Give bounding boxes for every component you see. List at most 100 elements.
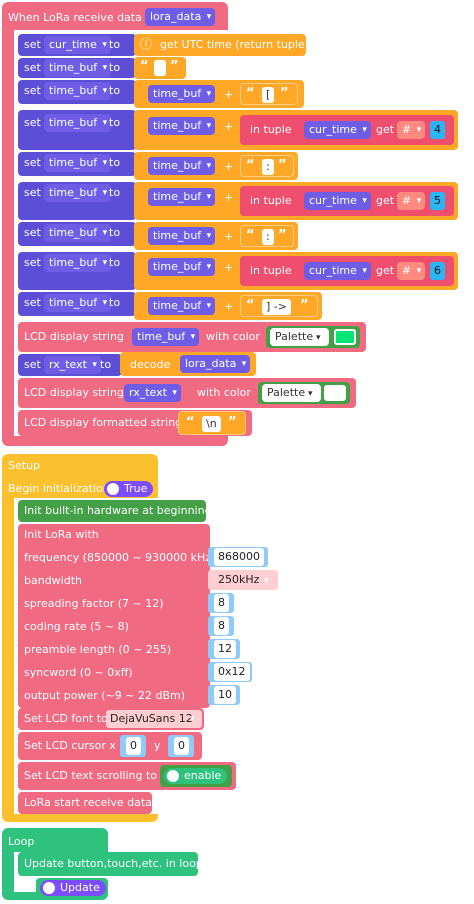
chevron-down-icon: ▾ bbox=[308, 389, 313, 399]
cur-time-var-dropdown[interactable]: cur_time bbox=[44, 36, 111, 54]
cursor-y-input[interactable]: 0 bbox=[174, 737, 189, 755]
cur-time-var-dropdown[interactable]: cur_time bbox=[304, 192, 371, 210]
lcd-display-label: LCD display string bbox=[24, 386, 124, 399]
color-swatch[interactable] bbox=[324, 385, 346, 401]
rx-text-var-dropdown[interactable]: rx_text bbox=[124, 384, 181, 402]
close-quote: ” bbox=[170, 59, 179, 74]
index-input[interactable]: 4 bbox=[430, 121, 445, 139]
string-input[interactable]: [ bbox=[262, 87, 275, 103]
bandwidth-dropdown[interactable]: 250kHz bbox=[218, 573, 260, 586]
time-buf-var-dropdown[interactable]: time_buf bbox=[44, 294, 112, 312]
close-quote: ” bbox=[280, 86, 289, 101]
string-input[interactable] bbox=[154, 60, 166, 76]
time-buf-var-dropdown[interactable]: time_buf bbox=[148, 85, 216, 103]
to-label: to bbox=[109, 296, 121, 309]
rx-text-var-dropdown[interactable]: rx_text bbox=[44, 356, 101, 374]
lora-data-var-dropdown[interactable]: lora_data bbox=[180, 355, 251, 373]
index-mode-dropdown[interactable]: # bbox=[397, 121, 426, 139]
set-label: set bbox=[24, 61, 41, 74]
init-lora-block[interactable] bbox=[18, 524, 210, 708]
time-buf-var-dropdown[interactable]: time_buf bbox=[44, 59, 112, 77]
close-quote: ” bbox=[300, 298, 309, 313]
set-label: set bbox=[24, 256, 41, 269]
time-buf-var-dropdown[interactable]: time_buf bbox=[44, 82, 112, 100]
plus-label: + bbox=[224, 120, 234, 133]
output-power-input[interactable]: 10 bbox=[214, 686, 236, 704]
lora-data-var-dropdown[interactable]: lora_data bbox=[145, 8, 216, 26]
in-tuple-label: in tuple bbox=[250, 264, 292, 277]
cur-time-var-dropdown[interactable]: cur_time bbox=[304, 121, 371, 139]
index-input[interactable]: 6 bbox=[430, 262, 445, 280]
time-buf-var-dropdown[interactable]: time_buf bbox=[148, 117, 216, 135]
utc-time-block[interactable] bbox=[134, 34, 306, 56]
color-swatch[interactable] bbox=[334, 329, 356, 345]
cur-time-var-dropdown[interactable]: cur_time bbox=[304, 262, 371, 280]
update-loop-block[interactable] bbox=[18, 852, 198, 876]
palette-dropdown[interactable]: Palette bbox=[270, 328, 330, 346]
param-label: bandwidth bbox=[24, 574, 82, 587]
init-lora-label: Init LoRa with bbox=[24, 528, 99, 541]
to-label: to bbox=[109, 61, 121, 74]
set-lcd-font-label: Set LCD font to bbox=[24, 712, 108, 725]
set-label: set bbox=[24, 296, 41, 309]
update-toggle[interactable]: Update bbox=[40, 880, 106, 896]
param-label: syncword (0 ~ 0xff) bbox=[24, 666, 133, 679]
to-label: to bbox=[109, 156, 121, 169]
set-label: set bbox=[24, 84, 41, 97]
lcd-formatted-label: LCD display formatted string bbox=[24, 416, 183, 429]
get-label: get bbox=[376, 123, 395, 136]
begin-init-label: Begin initialization bbox=[8, 482, 110, 495]
to-label: to bbox=[109, 116, 121, 129]
syncword-input[interactable]: 0x12 bbox=[214, 663, 250, 681]
decode-label: decode bbox=[130, 358, 171, 371]
cursor-x-input[interactable]: 0 bbox=[126, 737, 141, 755]
time-buf-var-dropdown[interactable]: time_buf bbox=[44, 184, 112, 202]
param-label: preamble length (0 ~ 255) bbox=[24, 643, 172, 656]
time-buf-var-dropdown[interactable]: time_buf bbox=[132, 328, 200, 346]
time-buf-var-dropdown[interactable]: time_buf bbox=[44, 114, 112, 132]
chevron-down-icon: ▾ bbox=[316, 333, 321, 343]
string-input[interactable]: \n bbox=[202, 416, 221, 432]
frequency-input[interactable]: 868000 bbox=[214, 548, 264, 566]
time-buf-var-dropdown[interactable]: time_buf bbox=[44, 224, 112, 242]
index-mode-dropdown[interactable]: # bbox=[397, 262, 426, 280]
index-input[interactable]: 5 bbox=[430, 192, 445, 210]
begin-init-toggle[interactable]: True bbox=[104, 481, 154, 497]
time-buf-var-dropdown[interactable]: time_buf bbox=[148, 188, 216, 206]
open-quote: “ bbox=[246, 158, 255, 173]
lcd-display-label: LCD display string bbox=[24, 330, 124, 343]
string-input[interactable]: : bbox=[262, 159, 274, 175]
set-lcd-scrolling-label: Set LCD text scrolling to bbox=[24, 769, 157, 782]
string-input[interactable]: : bbox=[262, 229, 274, 245]
index-mode-dropdown[interactable]: # bbox=[397, 192, 426, 210]
time-buf-var-dropdown[interactable]: time_buf bbox=[148, 227, 216, 245]
close-quote: ” bbox=[278, 228, 287, 243]
time-buf-var-dropdown[interactable]: time_buf bbox=[148, 297, 216, 315]
time-buf-var-dropdown[interactable]: time_buf bbox=[44, 254, 112, 272]
time-buf-var-dropdown[interactable]: time_buf bbox=[44, 154, 112, 172]
coding-rate-input[interactable]: 8 bbox=[214, 617, 229, 635]
loop-header: Loop bbox=[8, 835, 35, 848]
update-loop-label: Update button,touch,etc. in loop bbox=[24, 857, 203, 870]
param-socket bbox=[208, 570, 278, 590]
string-input[interactable]: ] -> bbox=[262, 299, 291, 315]
font-dropdown[interactable]: DejaVuSans 12 bbox=[110, 712, 193, 725]
lora-start-receive-block[interactable] bbox=[18, 792, 152, 814]
close-quote: ” bbox=[278, 158, 287, 173]
param-label: spreading factor (7 ~ 12) bbox=[24, 597, 164, 610]
to-label: to bbox=[100, 358, 112, 371]
chevron-down-icon: ▾ bbox=[190, 714, 195, 724]
palette-dropdown[interactable]: Palette bbox=[262, 384, 322, 402]
init-hardware-block[interactable] bbox=[18, 500, 206, 522]
plus-label: + bbox=[224, 160, 234, 173]
open-quote: “ bbox=[246, 228, 255, 243]
time-buf-var-dropdown[interactable]: time_buf bbox=[148, 157, 216, 175]
scroll-enable-toggle[interactable]: enable bbox=[164, 768, 228, 784]
spreading-factor-input[interactable]: 8 bbox=[214, 594, 229, 612]
time-buf-var-dropdown[interactable]: time_buf bbox=[148, 258, 216, 276]
set-lcd-cursor-label: Set LCD cursor x bbox=[24, 739, 116, 752]
preamble-length-input[interactable]: 12 bbox=[214, 640, 236, 658]
plus-label: + bbox=[224, 88, 234, 101]
set-label: set bbox=[24, 186, 41, 199]
info-icon[interactable]: ⓘ bbox=[140, 37, 153, 51]
